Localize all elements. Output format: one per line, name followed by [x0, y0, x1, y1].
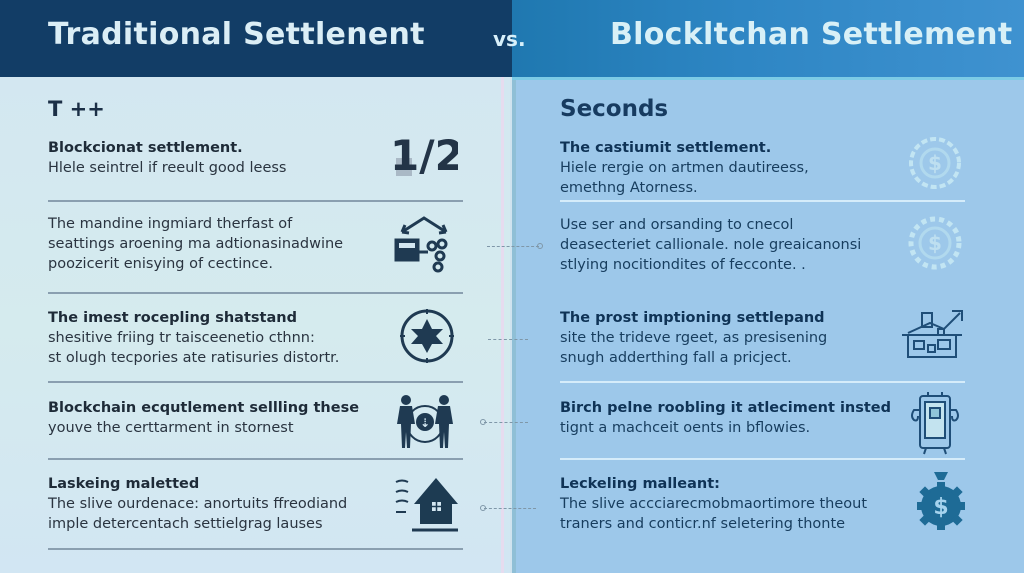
svg-text:⇣: ⇣: [420, 416, 430, 430]
mobile-device-icon: [900, 388, 970, 458]
svg-text:$: $: [928, 231, 942, 255]
divider: [48, 458, 463, 460]
row-text: site the trideve rgeet, as presisening: [560, 330, 828, 346]
row-text: The slive ourdenace: anortuits ffreodian…: [48, 496, 348, 512]
svg-text:1/2: 1/2: [390, 131, 458, 180]
right-row-4: Birch pelne roobling it atleciment inste…: [560, 398, 891, 438]
row-heading: The imest rocepling shatstand: [48, 310, 297, 326]
row-text: Use ser and orsanding to cnecol: [560, 217, 794, 233]
row-text: The mandine ingmiard therfast of: [48, 216, 293, 232]
row-text: traners and conticr.nf seletering thonte: [560, 516, 846, 532]
row-text: st olugh tecpories ate ratisuries distor…: [48, 350, 340, 366]
accent-strip: [512, 77, 1024, 80]
gear-dollar-icon: $: [900, 208, 970, 278]
row-text: imple detercentach settielgrag lauses: [48, 516, 323, 532]
left-row-1: Blockcionat settlement. Hlele seintrel i…: [48, 138, 286, 178]
row-text: Hlele seintrel if reeult good leess: [48, 160, 287, 176]
connector-line: [480, 419, 528, 425]
money-bag-gear-icon: $: [906, 468, 976, 538]
connector-line: [488, 339, 528, 340]
row-heading: Birch pelne roobling it atleciment inste…: [560, 400, 892, 416]
divider: [560, 200, 965, 202]
divider: [48, 548, 463, 550]
right-row-1: The castiumit settlement. Hiele rergie o…: [560, 138, 809, 198]
row-text: The slive accciarecmobmaortimore theout: [560, 496, 868, 512]
connector-dot: [537, 243, 543, 249]
row-text: tignt a machceit oents in bflowies.: [560, 420, 811, 436]
svg-text:$: $: [933, 495, 948, 520]
left-section-title: T ++: [48, 97, 105, 121]
right-row-2: Use ser and orsanding to cnecol deasecte…: [560, 215, 861, 275]
row-heading: Blockchain ecqutlement sellling these: [48, 400, 360, 416]
row-text: shesitive friing tr taisceenetio cthnn:: [48, 330, 315, 346]
right-row-3: The prost imptioning settlepand site the…: [560, 308, 827, 368]
row-heading: Laskeing maletted: [48, 476, 200, 492]
connector-dot: [480, 419, 486, 425]
left-row-3: The imest rocepling shatstand shesitive …: [48, 308, 339, 368]
blockchain-settlement-title: Blockltchan Settlement: [610, 17, 1013, 52]
row-text: snugh adderthing fall a pricject.: [560, 350, 792, 366]
row-heading: The castiumit settlement.: [560, 140, 772, 156]
row-text: youve the certtarment in stornest: [48, 420, 294, 436]
divider: [560, 381, 965, 383]
divider: [48, 292, 463, 294]
row-heading: The prost imptioning settlepand: [560, 310, 825, 326]
network-transfer-icon: [390, 210, 460, 280]
gear-dollar-icon: $: [900, 128, 970, 198]
right-row-5: Leckeling malleant: The slive accciarecm…: [560, 474, 867, 534]
header-left: Traditional Settlenent: [0, 0, 512, 77]
house-icon: [392, 472, 462, 542]
row-text: deasecteriet callionale. nole greaicanon…: [560, 237, 862, 253]
connector-line: [480, 505, 536, 511]
row-text: stlying nocitiondites of fecconte. .: [560, 257, 806, 273]
row-text: emethng Atorness.: [560, 180, 698, 196]
header-bar: Traditional Settlenent Blockltchan Settl…: [0, 0, 1024, 77]
divider: [48, 200, 463, 202]
divider: [48, 381, 463, 383]
left-row-4: Blockchain ecqutlement sellling these yo…: [48, 398, 359, 438]
vs-label: vs.: [493, 27, 526, 51]
connector-dot: [480, 505, 486, 511]
left-row-2: The mandine ingmiard therfast of seattin…: [48, 214, 343, 274]
traditional-settlement-title: Traditional Settlenent: [48, 17, 425, 52]
svg-text:$: $: [928, 151, 942, 175]
star-compass-icon: [392, 301, 462, 371]
row-text: poozicerit enisying of cectince.: [48, 256, 273, 272]
row-text: seattings aroening ma adtionasinadwine: [48, 236, 344, 252]
connector-line: [487, 243, 543, 249]
people-exchange-icon: ⇣: [390, 388, 460, 458]
row-heading: Leckeling malleant:: [560, 476, 720, 492]
header-right: Blockltchan Settlement: [512, 0, 1024, 77]
left-row-5: Laskeing maletted The slive ourdenace: a…: [48, 474, 347, 534]
row-text: Hiele rergie on artmen dautireess,: [560, 160, 809, 176]
house-growth-icon: [900, 303, 970, 373]
fraction-half-icon: 1/2: [388, 122, 458, 192]
right-section-title: Seconds: [560, 96, 669, 122]
divider: [560, 458, 965, 460]
row-heading: Blockcionat settlement.: [48, 140, 243, 156]
